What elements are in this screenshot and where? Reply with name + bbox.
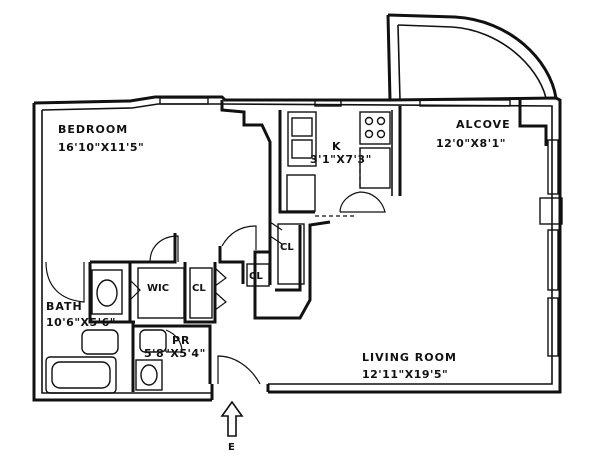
bedroom-name: BEDROOM [58,123,128,136]
sink [96,279,118,307]
bath-door [45,261,85,303]
windows [159,97,563,357]
bath-name: BATH [46,300,83,313]
bedroom-closet-door [149,235,179,263]
door-swings [45,225,261,385]
entry-door [217,355,261,385]
balcony [386,13,558,101]
bedroom-dims: 16'10"X11'5" [58,141,144,154]
closet-label-1: CL [280,242,294,253]
kitchen-name: K [332,140,342,153]
toilet [81,329,119,355]
stove [359,111,391,145]
closet-label-2: CL [192,283,206,294]
dishwasher [286,174,316,212]
entrance-arrow-icon [220,400,244,437]
alcove-column [518,100,548,146]
living-room-name: LIVING ROOM [362,351,457,364]
kitchen-counter-curve [339,191,386,213]
powder-name: PR [172,334,191,347]
kitchen-fixtures [286,111,391,217]
bath-fixtures [45,269,167,394]
outer-walls [32,95,562,402]
closets [129,221,305,319]
powder-sink [135,359,163,391]
hall-door [221,225,257,250]
powder-dims: 5'8"X5'4" [144,347,206,360]
living-room-dims: 12'11"X19'5" [362,368,448,381]
interior-walls [88,100,402,392]
powder-door [165,329,183,353]
alcove-name: ALCOVE [456,118,511,131]
wic-door [129,279,141,301]
kitchen-dims: 3'1"X7'3" [310,153,372,166]
alcove-dims: 12'0"X8'1" [436,137,506,150]
bath-dims: 10'6"X5'6" [46,316,116,329]
refrigerator [359,147,391,189]
closet-door-cl2 [214,267,227,311]
walk-in-closet-label: WIC [147,283,169,294]
closet-door-cl1 [269,221,283,245]
powder-toilet [139,329,167,353]
closet-label-3: CL [249,271,263,282]
entrance-label: E [228,442,235,453]
bathtub [45,356,117,394]
